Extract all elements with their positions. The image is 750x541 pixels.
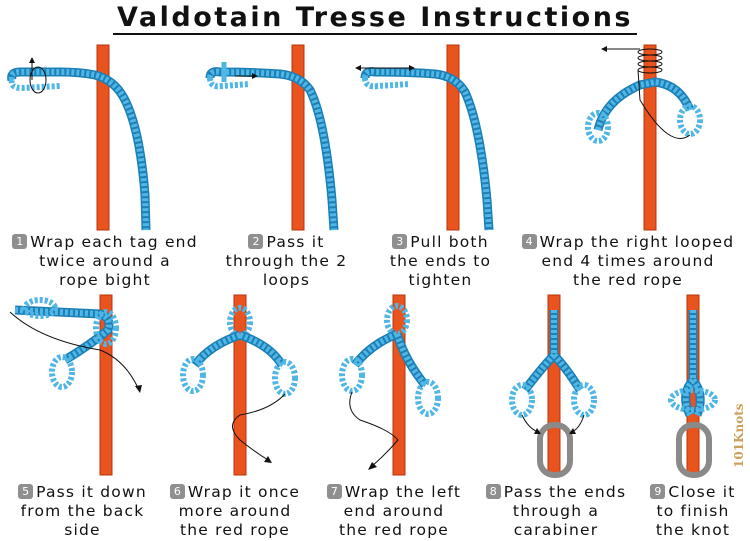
red-rope [96, 44, 110, 231]
blue-cord [8, 69, 149, 231]
step-number-badge: 1 [12, 234, 28, 249]
carabiner [537, 422, 573, 478]
wrap-arrow [29, 66, 47, 94]
step-number-badge: 5 [18, 484, 34, 499]
brand-watermark: 101Knots [732, 403, 746, 468]
red-rope [446, 44, 460, 231]
step-number-badge: 2 [248, 234, 264, 249]
red-rope [643, 44, 657, 231]
step-number-badge: 9 [650, 484, 666, 499]
blue-cord-bight [8, 79, 61, 92]
step-number-badge: 7 [326, 484, 342, 499]
red-rope [291, 44, 305, 231]
arrow-head [29, 57, 35, 63]
step-number-badge: 6 [169, 484, 185, 499]
step-number-badge: 3 [392, 234, 408, 249]
carabiner [676, 422, 712, 478]
page-title: Valdotain Tresse Instructions [0, 2, 750, 35]
step-number-badge: 8 [485, 484, 501, 499]
step-number-badge: 4 [521, 234, 537, 249]
